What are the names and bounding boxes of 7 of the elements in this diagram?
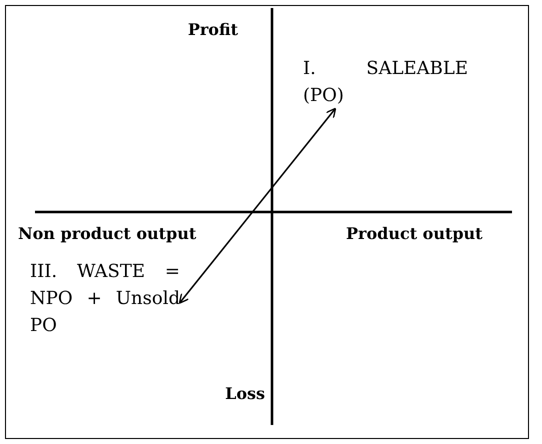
- double-arrow: [178, 108, 336, 304]
- axis-label: Product output: [346, 223, 484, 245]
- axis-label: Non product output: [18, 223, 198, 245]
- axis-label: Loss: [224, 383, 265, 405]
- quadrant-label: I. SALEABLE (PO): [303, 55, 468, 109]
- axis-label: Profit: [186, 19, 238, 41]
- quadrant-label: III. WASTE = NPO + Unsold PO: [30, 258, 180, 339]
